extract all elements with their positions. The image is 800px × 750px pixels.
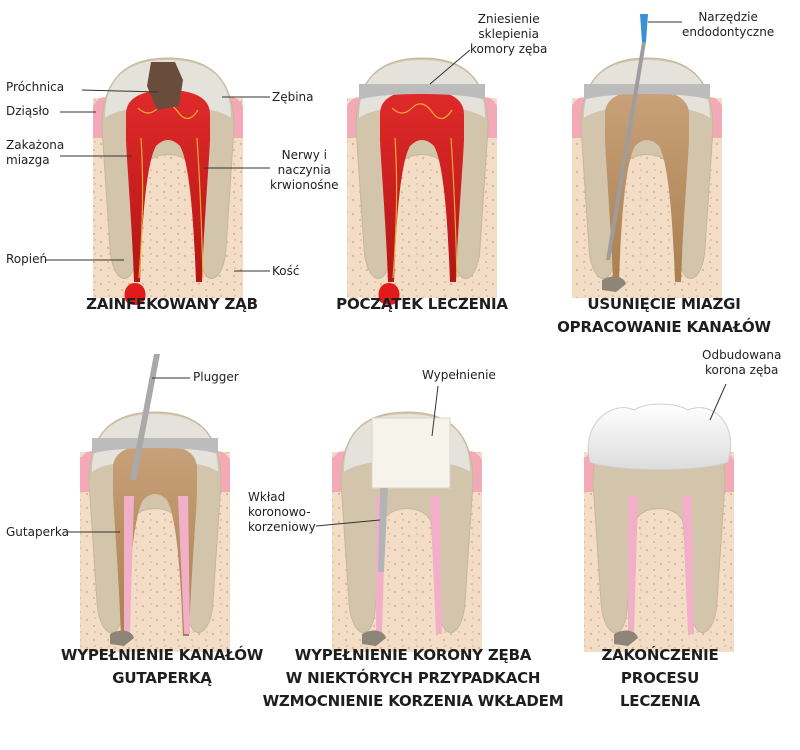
label-gutaperka: Gutaperka bbox=[6, 525, 69, 539]
label-plugger: Plugger bbox=[193, 370, 239, 384]
label-ropien: Ropień bbox=[6, 252, 48, 266]
panel-4-pulp bbox=[113, 444, 197, 636]
panel-4-apex-seal bbox=[110, 630, 134, 646]
panel-3-opened-chamber bbox=[584, 84, 710, 100]
panel-2-abscess bbox=[378, 283, 400, 305]
leader-prochnica bbox=[81, 89, 159, 93]
panel-1-caries bbox=[147, 62, 183, 110]
panel-2-pulp bbox=[380, 90, 464, 282]
panel-6-title-line-1: ZAKOŃCZENIE bbox=[601, 646, 719, 664]
label-prochnica: Próchnica bbox=[6, 80, 65, 94]
panel-3-title-line-1: USUNIĘCIE MIAZGI bbox=[587, 295, 741, 313]
panel-6-title-line-2: PROCESU bbox=[620, 669, 700, 687]
panel-6-title-line-3: LECZENIA bbox=[619, 692, 701, 710]
panel-4-gutta-left bbox=[124, 496, 134, 634]
label-dziaslo: Dziąsło bbox=[6, 104, 50, 118]
panel-4-title: WYPEŁNIENIE KANAŁÓW GUTAPERKĄ bbox=[12, 644, 312, 690]
panel-1-title-line-1: ZAINFEKOWANY ZĄB bbox=[86, 295, 258, 313]
panel-5-post bbox=[378, 488, 388, 572]
panel-3-title-line-2: OPRACOWANIE KANAŁÓW bbox=[557, 318, 771, 336]
panel-6-title: ZAKOŃCZENIE PROCESU LECZENIA bbox=[560, 644, 760, 713]
panel-5-title-line-3: WZMOCNIENIE KORZENIA WKŁADEM bbox=[262, 692, 564, 710]
panel-5-title-line-2: W NIEKTÓRYCH PRZYPADKACH bbox=[285, 669, 541, 687]
panel-6-gutta-right bbox=[682, 496, 694, 634]
leader-zniesienie bbox=[429, 49, 471, 85]
leader-wklad bbox=[315, 519, 381, 527]
panel-6-crown bbox=[587, 403, 732, 470]
panel-4-gutta-right bbox=[178, 496, 190, 634]
panel-6-gutta-left bbox=[628, 496, 638, 634]
panel-2-opened-chamber bbox=[359, 84, 485, 100]
panel-1-abscess bbox=[124, 283, 146, 305]
label-nerwy: Nerwy i naczynia krwionośne bbox=[270, 148, 339, 192]
leader-korona bbox=[709, 383, 727, 421]
label-zakazona-miazga: Zakażona miazga bbox=[6, 138, 65, 167]
panel-4-title-line-1: WYPEŁNIENIE KANAŁÓW bbox=[60, 646, 264, 664]
endodontic-file-shaft bbox=[606, 42, 646, 260]
panel-2-title-line-1: POCZĄTEK LECZENIA bbox=[336, 295, 508, 313]
panel-5-title-line-1: WYPEŁNIENIE KORONY ZĘBA bbox=[294, 646, 532, 664]
label-zniesienie-sklepienia: Zniesienie sklepienia komory zęba bbox=[470, 12, 548, 56]
panel-3-apex-seal bbox=[602, 276, 626, 292]
label-wklad-koronowo-korzeniowy: Wkład koronowo- korzeniowy bbox=[248, 490, 316, 534]
panel-5-filling bbox=[371, 417, 451, 489]
panel-6-apex-seal bbox=[614, 630, 638, 646]
panel-4-opened-chamber bbox=[92, 438, 218, 454]
panel-1-pulp bbox=[126, 90, 210, 282]
panel-5-apex-seal bbox=[362, 630, 386, 646]
label-wypelnienie: Wypełnienie bbox=[422, 368, 496, 382]
endodontic-file-icon bbox=[640, 14, 648, 42]
panel-5-title: WYPEŁNIENIE KORONY ZĘBA W NIEKTÓRYCH PRZ… bbox=[258, 644, 568, 713]
panel-3-title: USUNIĘCIE MIAZGI OPRACOWANIE KANAŁÓW bbox=[514, 293, 800, 339]
panel-3-pulp bbox=[605, 90, 689, 282]
panel-2-nerves bbox=[391, 103, 458, 279]
leader-wypelnienie bbox=[431, 385, 439, 437]
panel-1-title: ZAINFEKOWANY ZĄB bbox=[22, 293, 322, 316]
label-kosc: Kość bbox=[272, 264, 300, 278]
panel-5-gutta-right bbox=[430, 496, 442, 634]
label-odbudowana-korona: Odbudowana korona zęba bbox=[702, 348, 782, 377]
panel-2-title: POCZĄTEK LECZENIA bbox=[272, 293, 572, 316]
plugger-icon bbox=[130, 354, 160, 480]
label-zebina: Zębina bbox=[272, 90, 314, 104]
label-narzedzie-endodontyczne: Narzędzie endodontyczne bbox=[682, 10, 775, 39]
panel-4-title-line-2: GUTAPERKĄ bbox=[112, 669, 212, 687]
